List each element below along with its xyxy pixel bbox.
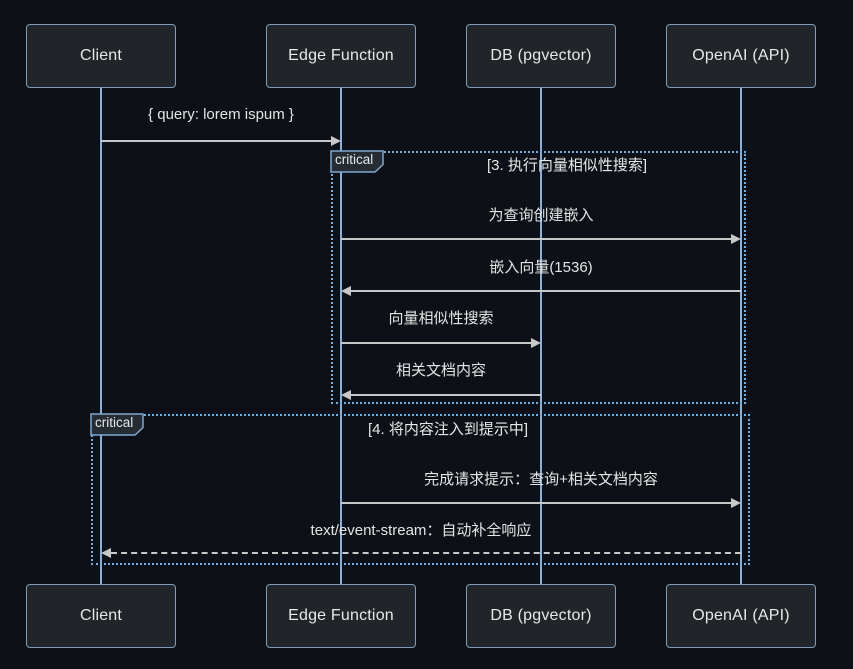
arrowhead-right-icon	[731, 234, 741, 244]
message-doc-content: 相关文档内容	[395, 362, 487, 379]
critical-tab-shape	[90, 413, 144, 436]
message-completion-prompt: 完成请求提示：查询+相关文档内容	[424, 471, 658, 488]
lifeline-db	[540, 88, 542, 584]
critical-tab-shape	[330, 150, 384, 173]
actor-db-bottom: DB (pgvector)	[466, 584, 616, 648]
arrowhead-left-icon	[341, 286, 351, 296]
arrowhead-right-icon	[531, 338, 541, 348]
actor-edge-function-label: Edge Function	[288, 47, 394, 64]
message-vector-search-line	[341, 342, 531, 344]
critical-block-1-label: critical	[335, 152, 374, 167]
actor-openai-top: OpenAI (API)	[666, 24, 816, 88]
lifeline-client	[100, 88, 102, 584]
actor-openai-label: OpenAI (API)	[692, 47, 790, 64]
message-embedding-vector-line	[351, 290, 741, 292]
actor-openai-bottom: OpenAI (API)	[666, 584, 816, 648]
actor-client-label: Client	[79, 47, 123, 64]
message-query: { query: lorem ispum }	[148, 106, 294, 123]
message-event-stream: text/event-stream：自动补全响应	[310, 522, 532, 539]
actor-db-label: DB (pgvector)	[490, 607, 592, 624]
critical-block-1	[331, 151, 746, 404]
critical-block-2-label: critical	[95, 415, 134, 430]
critical-block-2-tab: critical	[90, 413, 144, 436]
actor-client-label: Client	[79, 607, 123, 624]
message-query-line	[101, 140, 331, 142]
critical-block-1-tab: critical	[330, 150, 384, 173]
lifeline-edge-function	[340, 88, 342, 584]
message-event-stream-line	[111, 552, 741, 554]
message-completion-prompt-line	[341, 502, 731, 504]
actor-db-label: DB (pgvector)	[490, 47, 592, 64]
critical-block-2-title: [4. 将内容注入到提示中]	[367, 421, 529, 438]
message-doc-content-line	[351, 394, 541, 396]
actor-edge-function-bottom: Edge Function	[266, 584, 416, 648]
message-vector-search: 向量相似性搜索	[388, 310, 494, 327]
arrowhead-right-icon	[731, 498, 741, 508]
actor-openai-label: OpenAI (API)	[692, 607, 790, 624]
arrowhead-right-icon	[331, 136, 341, 146]
actor-db-top: DB (pgvector)	[466, 24, 616, 88]
critical-block-1-title: [3. 执行向量相似性搜索]	[486, 157, 648, 174]
message-create-embedding-line	[341, 238, 731, 240]
critical-block-2	[91, 414, 750, 565]
actor-edge-function-top: Edge Function	[266, 24, 416, 88]
actor-client-bottom: Client	[26, 584, 176, 648]
arrowhead-left-icon	[341, 390, 351, 400]
actor-client-top: Client	[26, 24, 176, 88]
actor-edge-function-label: Edge Function	[288, 607, 394, 624]
message-create-embedding: 为查询创建嵌入	[488, 207, 594, 224]
arrowhead-left-icon	[101, 548, 111, 558]
lifeline-openai	[740, 88, 742, 584]
message-embedding-vector: 嵌入向量(1536)	[489, 259, 593, 276]
